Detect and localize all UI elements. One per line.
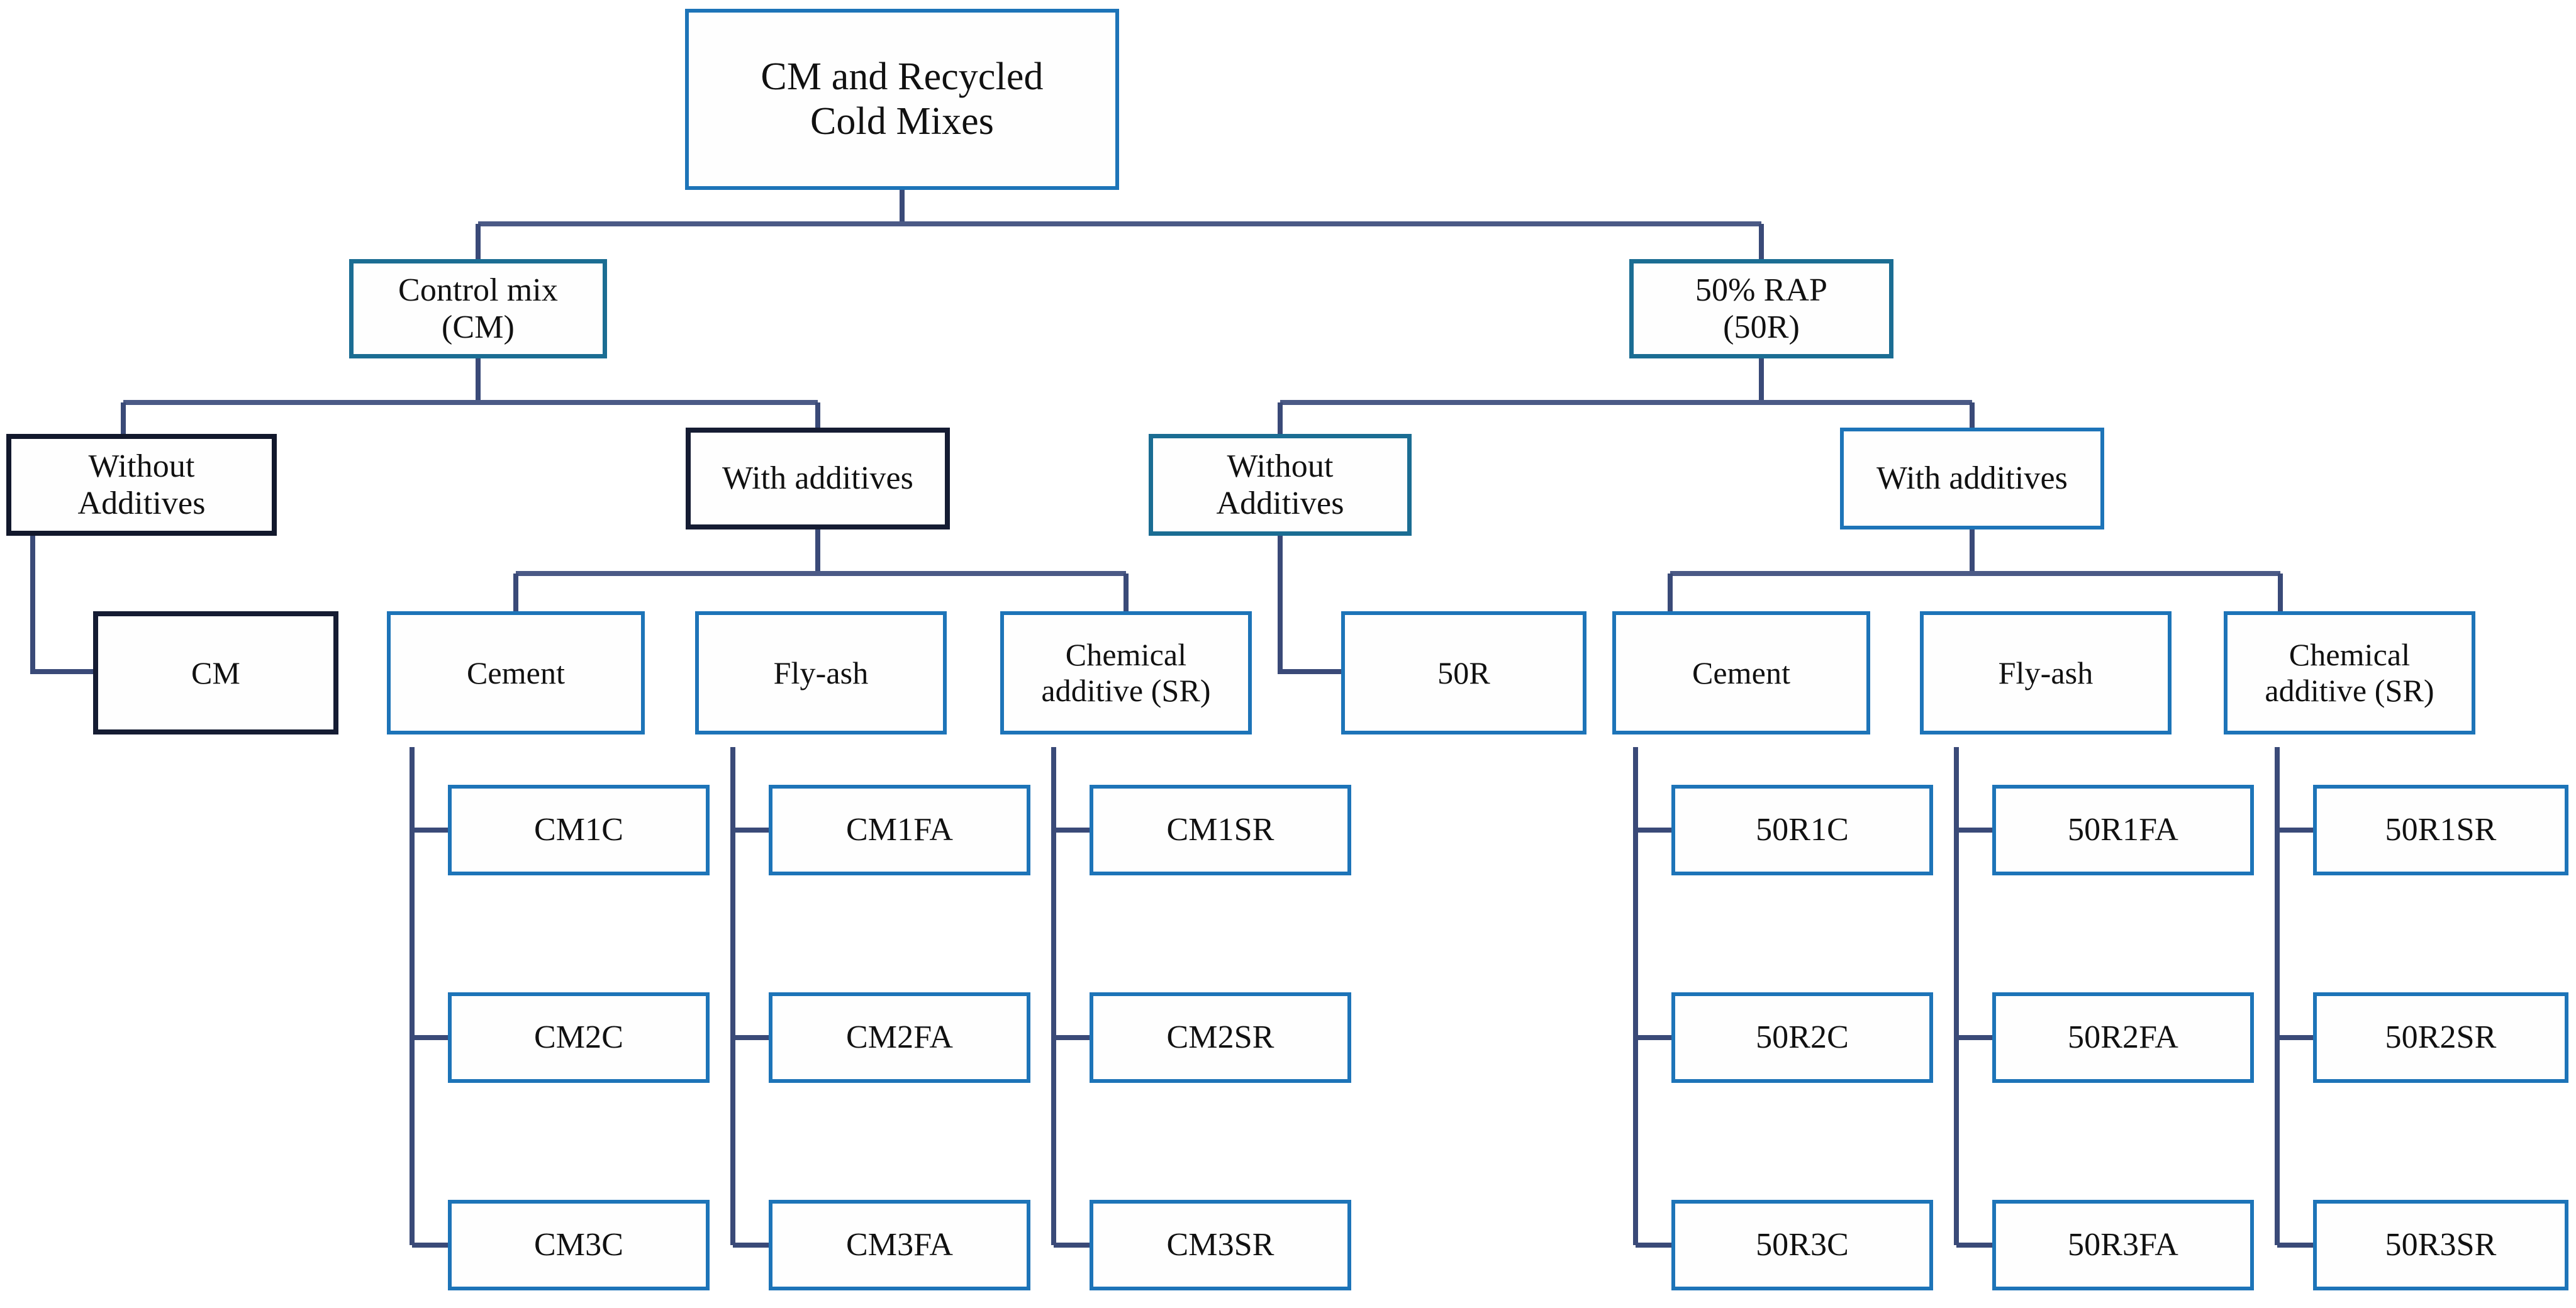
leaf-label: 50R2SR — [2385, 1019, 2497, 1056]
leaf-label: 50R1FA — [2068, 812, 2178, 848]
leaf-50r1sr: 50R1SR — [2313, 785, 2568, 875]
leaf-50r3sr: 50R3SR — [2313, 1200, 2568, 1290]
node-cm-without-additives: Without Additives — [6, 434, 277, 536]
leaf-cm1c: CM1C — [448, 785, 710, 875]
node-cm-chemical-additive: Chemical additive (SR) — [1000, 611, 1252, 734]
leaf-label: CM3C — [533, 1227, 623, 1263]
leaf-cm3fa: CM3FA — [769, 1200, 1030, 1290]
node-50r-with-additives: With additives — [1840, 428, 2104, 529]
node-cm-flyash: Fly-ash — [695, 611, 947, 734]
leaf-cm2sr: CM2SR — [1090, 992, 1351, 1083]
node-cm-with-additives-label: With additives — [722, 460, 914, 497]
leaf-label: 50R2FA — [2068, 1019, 2178, 1056]
node-50r-cement-label: Cement — [1692, 655, 1791, 690]
leaf-cm3sr: CM3SR — [1090, 1200, 1351, 1290]
node-50r-flyash: Fly-ash — [1920, 611, 2172, 734]
node-50r-flyash-label: Fly-ash — [1998, 655, 2094, 690]
node-cm-flyash-label: Fly-ash — [773, 655, 869, 690]
leaf-cm3c: CM3C — [448, 1200, 710, 1290]
node-cm-cement-label: Cement — [466, 655, 566, 690]
node-50r-plain-label: 50R — [1437, 655, 1490, 690]
node-50r-chemical-additive-label: Chemical additive (SR) — [2265, 637, 2434, 708]
leaf-label: CM2FA — [845, 1019, 954, 1056]
node-cm-with-additives: With additives — [686, 428, 950, 529]
leaf-label: CM1FA — [845, 812, 954, 848]
leaf-cm2fa: CM2FA — [769, 992, 1030, 1083]
leaf-cm2c: CM2C — [448, 992, 710, 1083]
leaf-label: 50R3C — [1756, 1227, 1849, 1263]
leaf-label: CM3FA — [845, 1227, 954, 1263]
node-50-rap-label: 50% RAP (50R) — [1695, 272, 1828, 345]
node-50r-cement: Cement — [1612, 611, 1870, 734]
leaf-label: 50R1C — [1756, 812, 1849, 848]
node-control-mix: Control mix (CM) — [349, 259, 607, 358]
leaf-label: CM2C — [533, 1019, 623, 1056]
node-50r-without-additives: Without Additives — [1149, 434, 1412, 536]
node-50r-without-additives-label: Without Additives — [1216, 448, 1344, 521]
node-root-label: CM and Recycled Cold Mixes — [761, 55, 1044, 143]
leaf-label: 50R2C — [1756, 1019, 1849, 1056]
node-cm-cement: Cement — [387, 611, 645, 734]
node-cm-plain-label: CM — [191, 655, 240, 690]
node-50-rap: 50% RAP (50R) — [1629, 259, 1893, 358]
leaf-50r3c: 50R3C — [1671, 1200, 1933, 1290]
leaf-50r2sr: 50R2SR — [2313, 992, 2568, 1083]
node-cm-without-additives-label: Without Additives — [77, 448, 206, 521]
node-cm-chemical-additive-label: Chemical additive (SR) — [1041, 637, 1211, 708]
leaf-label: CM2SR — [1166, 1019, 1274, 1056]
node-root: CM and Recycled Cold Mixes — [685, 9, 1119, 190]
node-control-mix-label: Control mix (CM) — [398, 272, 558, 345]
node-50r-plain: 50R — [1341, 611, 1586, 734]
leaf-50r1fa: 50R1FA — [1992, 785, 2254, 875]
leaf-50r1c: 50R1C — [1671, 785, 1933, 875]
leaf-label: 50R1SR — [2385, 812, 2497, 848]
leaf-label: CM1C — [533, 812, 623, 848]
leaf-label: CM3SR — [1166, 1227, 1274, 1263]
node-50r-with-additives-label: With additives — [1876, 460, 2068, 497]
leaf-label: 50R3SR — [2385, 1227, 2497, 1263]
leaf-label: 50R3FA — [2068, 1227, 2178, 1263]
leaf-50r2fa: 50R2FA — [1992, 992, 2254, 1083]
leaf-cm1fa: CM1FA — [769, 785, 1030, 875]
node-cm-plain: CM — [93, 611, 338, 734]
node-50r-chemical-additive: Chemical additive (SR) — [2224, 611, 2475, 734]
leaf-label: CM1SR — [1166, 812, 1274, 848]
leaf-50r2c: 50R2C — [1671, 992, 1933, 1083]
leaf-cm1sr: CM1SR — [1090, 785, 1351, 875]
leaf-50r3fa: 50R3FA — [1992, 1200, 2254, 1290]
